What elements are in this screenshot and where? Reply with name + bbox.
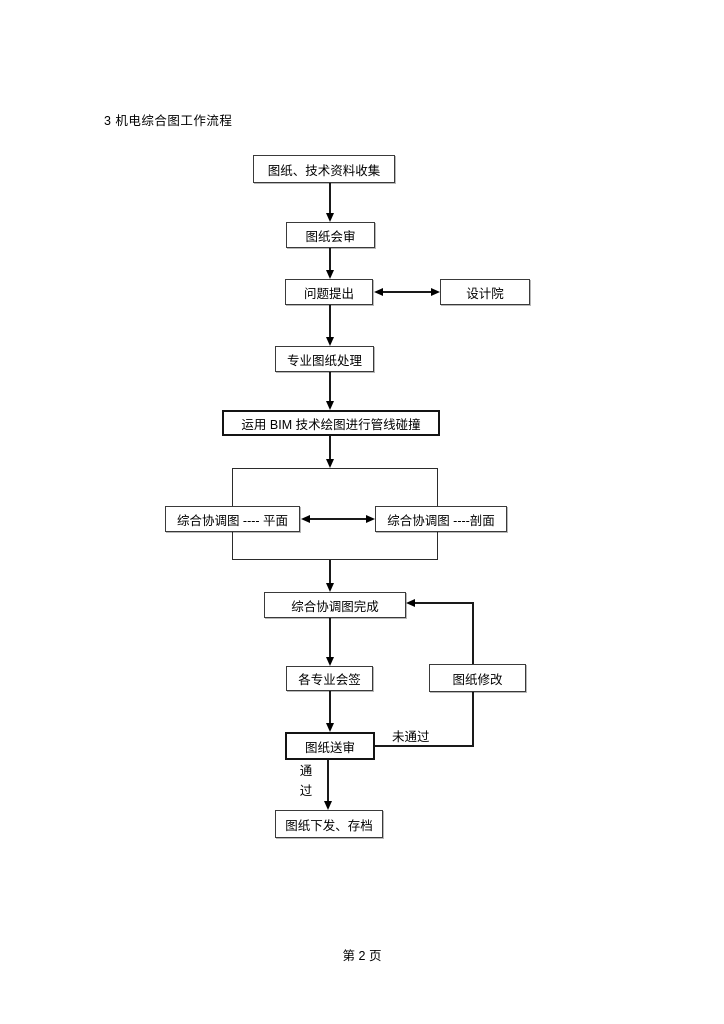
arrowhead-down-icon	[325, 213, 334, 222]
connector-specialty-to-bim	[329, 372, 331, 401]
connector-countersign-to-submit	[329, 691, 331, 723]
edge-label-not-passed: 未通过	[392, 730, 430, 744]
node-specialty-processing: 专业图纸处理	[275, 346, 374, 372]
connector-submit-to-archive	[327, 760, 329, 801]
connector-modify-to-done	[414, 602, 474, 604]
node-countersign: 各专业会签	[286, 666, 373, 691]
arrowhead-right-icon	[431, 287, 440, 296]
node-submit-review: 图纸送审	[285, 732, 375, 760]
connector-review-to-issue	[329, 248, 331, 270]
node-bim-clash: 运用 BIM 技术绘图进行管线碰撞	[222, 410, 440, 436]
connector-frame-to-done	[329, 560, 331, 583]
arrowhead-down-icon	[325, 459, 334, 468]
edge-label-passed: 通过	[299, 764, 313, 798]
page-number: 第 2 页	[342, 949, 382, 963]
node-coordination-done: 综合协调图完成	[264, 592, 406, 618]
arrowhead-right-icon	[366, 514, 375, 523]
node-issue-archive: 图纸下发、存档	[275, 810, 383, 838]
node-issue-raise: 问题提出	[285, 279, 373, 305]
page-title: 3 机电综合图工作流程	[104, 114, 233, 128]
arrowhead-down-icon	[325, 583, 334, 592]
arrowhead-down-icon	[325, 270, 334, 279]
connector-bim-to-frame	[329, 436, 331, 459]
node-collect: 图纸、技术资料收集	[253, 155, 395, 183]
node-drawing-modify: 图纸修改	[429, 664, 526, 692]
node-joint-review: 图纸会审	[286, 222, 375, 248]
arrowhead-down-icon	[325, 337, 334, 346]
arrowhead-down-icon	[325, 723, 334, 732]
arrowhead-down-icon	[325, 401, 334, 410]
connector-issue-to-specialty	[329, 305, 331, 337]
node-coordination-plan: 综合协调图 ---- 平面	[165, 506, 300, 532]
arrowhead-left-icon	[301, 514, 310, 523]
connector-notpassed-horizontal	[375, 745, 474, 747]
connector-plan-section	[309, 518, 366, 520]
node-coordination-section: 综合协调图 ----剖面	[375, 506, 507, 532]
connector-done-to-countersign	[329, 618, 331, 657]
connector-collect-to-review	[329, 183, 331, 213]
arrowhead-down-icon	[325, 657, 334, 666]
arrowhead-left-icon	[406, 598, 415, 607]
arrowhead-down-icon	[323, 801, 332, 810]
arrowhead-left-icon	[374, 287, 383, 296]
node-design-institute: 设计院	[440, 279, 530, 305]
connector-issue-design	[382, 291, 431, 293]
